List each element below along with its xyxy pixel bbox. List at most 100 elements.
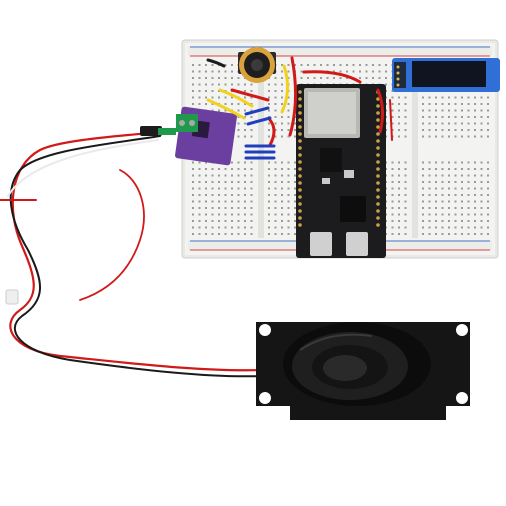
breadboard-hole [385, 70, 387, 73]
header-pin [298, 223, 302, 227]
breadboard-hole [198, 187, 201, 190]
breadboard-hole [231, 168, 233, 170]
breadboard-hole [281, 116, 283, 118]
breadboard-hole [224, 70, 227, 73]
breadboard-hole [237, 116, 240, 118]
breadboard-hole [192, 233, 194, 235]
breadboard-hole [198, 207, 201, 209]
breadboard-hole [359, 70, 361, 73]
breadboard-hole [480, 213, 483, 216]
breadboard-hole [224, 226, 227, 229]
breadboard-hole [224, 207, 227, 209]
breadboard-hole [391, 200, 394, 203]
breadboard-hole [205, 168, 207, 170]
breadboard-hole [198, 226, 201, 229]
breadboard-hole [218, 70, 220, 73]
breadboard-hole [287, 161, 290, 164]
breadboard-hole [441, 109, 444, 112]
breadboard-hole [218, 77, 220, 79]
header-pin [376, 216, 380, 220]
breadboard-hole [198, 96, 201, 99]
breadboard-hole [461, 181, 463, 183]
breadboard-hole [480, 103, 483, 105]
breadboard-hole [448, 181, 450, 183]
breadboard-hole [467, 194, 470, 196]
breadboard-hole [461, 220, 463, 222]
breadboard-hole [224, 77, 227, 79]
breadboard-hole [231, 83, 233, 86]
breadboard-hole [274, 103, 277, 105]
breadboard-hole [274, 200, 277, 203]
breadboard-hole [391, 96, 394, 99]
header-pin [376, 223, 380, 227]
breadboard-hole [218, 83, 220, 86]
breadboard-hole [448, 200, 450, 203]
breadboard-hole [461, 96, 463, 99]
breadboard-hole [474, 226, 476, 229]
breadboard-hole [268, 161, 270, 164]
breadboard-hole [391, 168, 394, 170]
breadboard-hole [244, 200, 246, 203]
breadboard-hole [398, 122, 400, 125]
breadboard-hole [205, 90, 207, 92]
breadboard-hole [231, 103, 233, 105]
breadboard-hole [281, 83, 283, 86]
breadboard-hole [467, 233, 470, 235]
breadboard-hole [461, 116, 463, 118]
breadboard-hole [281, 64, 283, 66]
speaker [256, 322, 470, 420]
breadboard-hole [198, 174, 201, 177]
breadboard-hole [441, 168, 444, 170]
header-pin [376, 118, 380, 122]
breadboard-hole [346, 77, 348, 79]
breadboard-hole [192, 213, 194, 216]
breadboard-hole [218, 174, 220, 177]
breadboard-hole [454, 122, 457, 125]
breadboard-hole [448, 116, 450, 118]
breadboard-hole [480, 135, 483, 138]
breadboard-hole [205, 70, 207, 73]
breadboard-hole [218, 194, 220, 196]
breadboard-hole [454, 135, 457, 138]
breadboard-hole [237, 194, 240, 196]
breadboard-hole [441, 194, 444, 196]
breadboard-hole [320, 64, 322, 66]
breadboard-hole [339, 64, 342, 66]
header-pin [298, 111, 302, 115]
breadboard-hole [250, 213, 253, 216]
header-pin [376, 181, 380, 185]
breadboard-hole [441, 187, 444, 190]
breadboard-hole [474, 174, 476, 177]
breadboard-hole [454, 129, 457, 131]
header-pins [298, 90, 380, 227]
breadboard-hole [422, 96, 424, 99]
breadboard-hole [448, 187, 450, 190]
breadboard-hole [294, 161, 296, 164]
breadboard-hole [435, 116, 437, 118]
breadboard-hole [428, 129, 431, 131]
breadboard-hole [205, 220, 207, 222]
breadboard-hole [441, 181, 444, 183]
breadboard-hole [422, 129, 424, 131]
breadboard-hole [274, 220, 277, 222]
breadboard-hole [224, 187, 227, 190]
breadboard-hole [250, 129, 253, 131]
breadboard-hole [474, 194, 476, 196]
header-pin [298, 188, 302, 192]
breadboard-hole [487, 187, 489, 190]
breadboard-hole [205, 64, 207, 66]
breadboard-hole [398, 129, 400, 131]
breadboard-hole [461, 194, 463, 196]
breadboard-hole [480, 168, 483, 170]
breadboard-hole [428, 200, 431, 203]
breadboard-hole [198, 64, 201, 66]
breadboard-hole [244, 96, 246, 99]
breadboard-hole [294, 135, 296, 138]
breadboard-hole [346, 64, 348, 66]
breadboard-hole [422, 207, 424, 209]
breadboard-hole [454, 116, 457, 118]
breadboard-hole [474, 220, 476, 222]
breadboard-hole [461, 129, 463, 131]
breadboard-hole [281, 70, 283, 73]
breadboard-hole [205, 181, 207, 183]
